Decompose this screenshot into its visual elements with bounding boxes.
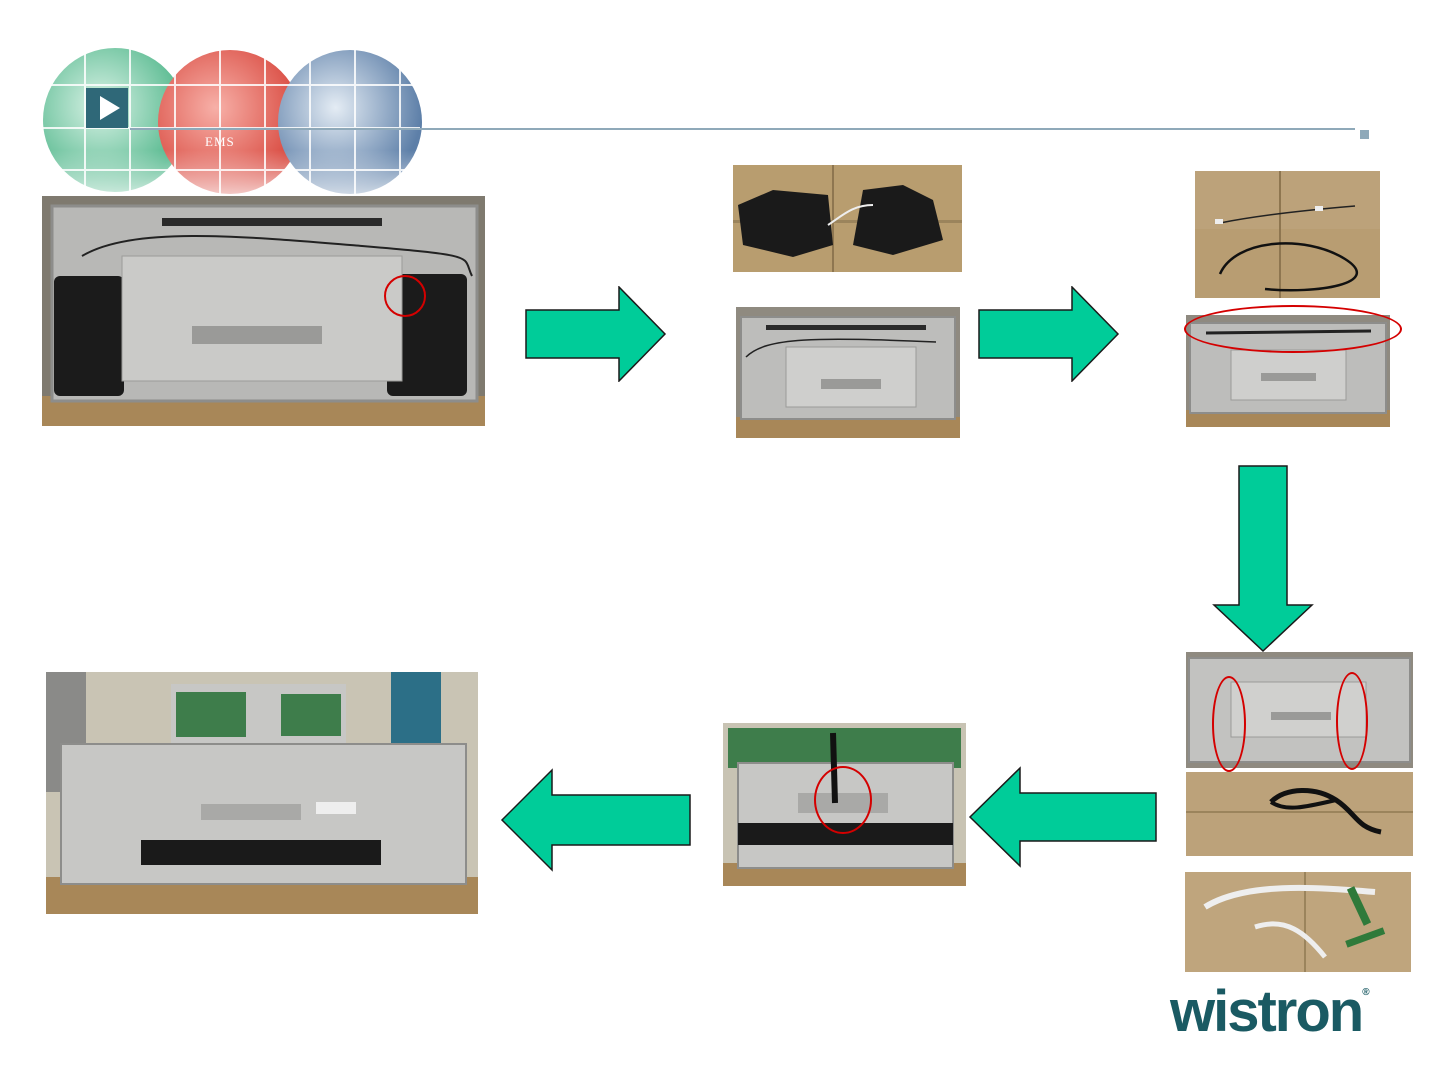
highlight-ellipse-right: [1336, 672, 1368, 770]
arrow-down: [1212, 465, 1314, 653]
globes-graphic: [40, 40, 500, 200]
highlight-ellipse-top: [1184, 305, 1402, 353]
photo-step3-cable-b: [1195, 229, 1380, 298]
photo-step2-panel-without-speakers: [736, 307, 960, 438]
highlight-ellipse-left: [1212, 676, 1246, 772]
photo-step4-ribbon-cables: [1185, 872, 1411, 972]
arrow-left-1: [968, 766, 1158, 868]
photo-step1-rear-panel-speakers: [42, 196, 485, 426]
wistron-logo: wistron®: [1170, 982, 1410, 1042]
header-rule: [130, 128, 1355, 130]
photo-step6-board-flipped: [46, 672, 478, 914]
wistron-logo-text: wistron: [1170, 979, 1362, 1044]
photo-step3-cable-a: [1195, 171, 1380, 229]
registered-mark-icon: ®: [1362, 987, 1367, 998]
header-globes: EMS: [40, 40, 500, 200]
header-rule-end-square: [1360, 130, 1369, 139]
arrow-right-1: [525, 286, 667, 382]
highlight-circle-connector: [814, 766, 872, 834]
arrow-left-2: [500, 768, 692, 872]
arrow-right-2: [978, 286, 1120, 382]
photo-step4-black-cable: [1186, 772, 1413, 856]
photo-step2-speakers-removed: [733, 165, 962, 272]
ems-logo-text: EMS: [205, 134, 235, 150]
